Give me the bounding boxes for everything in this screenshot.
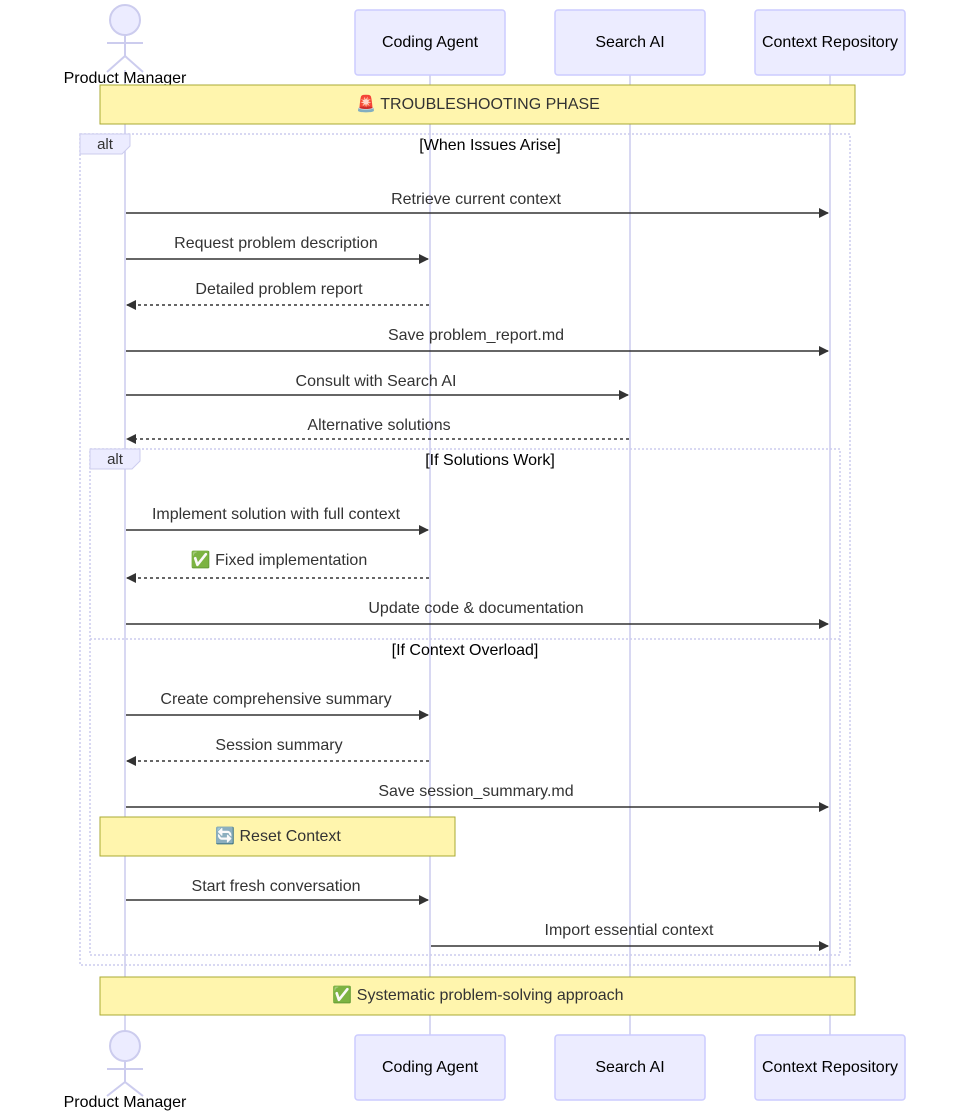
frame-condition: [When Issues Arise] <box>419 137 560 154</box>
note-troubleshooting-phase: 🚨 TROUBLESHOOTING PHASE <box>99 84 856 125</box>
participant-label: Context Repository <box>762 34 898 51</box>
message-label: Update code & documentation <box>368 600 583 617</box>
message-alternative-solutions: Alternative solutions <box>126 417 629 444</box>
message-consult-search-ai: Consult with Search AI <box>126 373 629 400</box>
participant-coding-agent-bottom: Coding Agent <box>354 1034 506 1101</box>
message-label: Request problem description <box>174 235 378 252</box>
message-label: Import essential context <box>545 922 715 939</box>
message-save-session-summary: Save session_summary.md <box>126 783 829 812</box>
actor-label: Product Manager <box>64 70 187 87</box>
actor-head-icon <box>109 4 141 36</box>
actor-label: Product Manager <box>64 1094 187 1111</box>
alt-frame-inner: alt [If Solutions Work] [If Context Over… <box>89 448 841 956</box>
message-request-problem: Request problem description <box>126 235 429 264</box>
actor-product-manager-top: Product Manager <box>64 4 187 87</box>
message-fixed-implementation: ✅ Fixed implementation <box>126 550 429 583</box>
alt-frame-outer: alt [When Issues Arise] <box>79 133 851 966</box>
frame-condition: [If Solutions Work] <box>425 452 555 469</box>
note-reset-context: 🔄 Reset Context <box>99 816 456 857</box>
note-text: ✅ Systematic problem-solving approach <box>332 985 623 1004</box>
message-label: Create comprehensive summary <box>160 691 391 708</box>
participant-context-repository-bottom: Context Repository <box>754 1034 906 1101</box>
frame-condition: [If Context Overload] <box>392 642 539 659</box>
message-label: Implement solution with full context <box>152 506 401 523</box>
message-label: Detailed problem report <box>195 281 363 298</box>
message-label: Session summary <box>215 737 342 754</box>
actor-head-icon <box>109 1030 141 1062</box>
participant-coding-agent-top: Coding Agent <box>354 9 506 76</box>
message-create-summary: Create comprehensive summary <box>126 691 429 720</box>
message-label: Start fresh conversation <box>192 878 361 895</box>
frame-tag: alt <box>97 136 114 153</box>
message-start-fresh: Start fresh conversation <box>126 878 429 905</box>
participant-context-repository-top: Context Repository <box>754 9 906 76</box>
participant-label: Coding Agent <box>382 1059 479 1076</box>
message-label: Consult with Search AI <box>296 373 457 390</box>
message-import-context: Import essential context <box>431 922 829 951</box>
message-label: Retrieve current context <box>391 191 561 208</box>
participant-label: Search AI <box>595 1059 664 1076</box>
participant-label: Coding Agent <box>382 34 479 51</box>
actor-product-manager-bottom: Product Manager <box>64 1030 187 1111</box>
note-systematic-approach: ✅ Systematic problem-solving approach <box>99 976 856 1016</box>
note-text: 🚨 TROUBLESHOOTING PHASE <box>356 94 600 113</box>
message-implement-solution: Implement solution with full context <box>126 506 429 535</box>
message-problem-report: Detailed problem report <box>126 281 429 310</box>
participant-search-ai-bottom: Search AI <box>554 1034 706 1101</box>
message-label: Save session_summary.md <box>378 783 573 800</box>
message-update-code: Update code & documentation <box>126 600 829 629</box>
message-retrieve-context: Retrieve current context <box>126 191 829 218</box>
participant-search-ai-top: Search AI <box>554 9 706 76</box>
participant-label: Search AI <box>595 34 664 51</box>
message-label: Alternative solutions <box>307 417 450 434</box>
frame-tag: alt <box>107 451 124 468</box>
note-text: 🔄 Reset Context <box>215 826 341 845</box>
message-label: Save problem_report.md <box>388 327 564 344</box>
message-label: ✅ Fixed implementation <box>191 550 367 569</box>
message-save-problem-report: Save problem_report.md <box>126 327 829 356</box>
message-session-summary: Session summary <box>126 737 429 766</box>
participant-label: Context Repository <box>762 1059 898 1076</box>
